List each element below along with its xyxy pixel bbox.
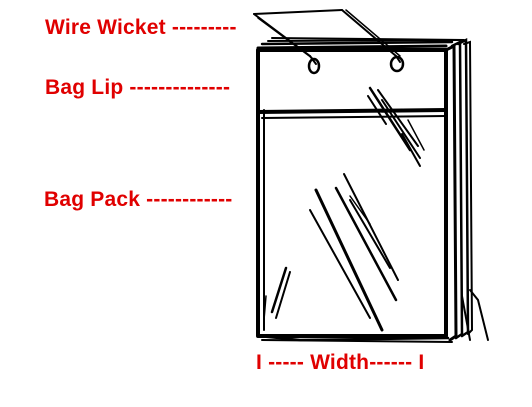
wire-wicket: [253, 9, 401, 65]
front-bag: [256, 48, 448, 338]
width-label: I ----- Width------ I: [256, 351, 425, 374]
bag-lip: [256, 108, 448, 119]
bag-pack-label: Bag Pack ------------: [44, 188, 233, 211]
plastic-sheen-lines: [263, 86, 425, 332]
bag-pack-stack: [256, 37, 489, 343]
bag-lip-label: Bag Lip --------------: [45, 76, 231, 99]
wire-wicket-label: Wire Wicket ---------: [45, 16, 237, 39]
wicket-holes: [307, 55, 405, 75]
